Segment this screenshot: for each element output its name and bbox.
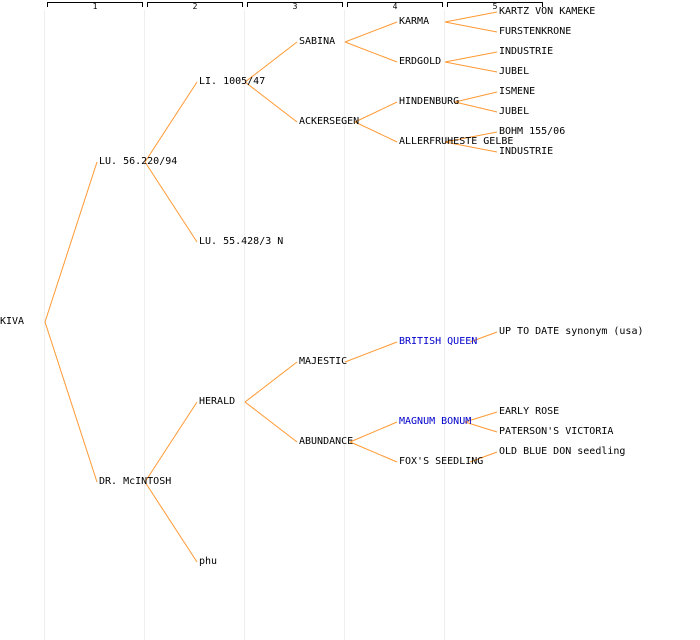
edge	[444, 11, 498, 23]
node-industrie[interactable]: INDUSTRIE	[499, 46, 554, 57]
edge	[469, 451, 498, 463]
edge	[344, 21, 398, 43]
edge	[344, 41, 398, 63]
edge	[444, 61, 498, 73]
generation-bracket	[447, 2, 543, 7]
edge	[464, 421, 498, 433]
generation-bracket	[47, 2, 143, 7]
node-gen1-mother[interactable]: DR. McINTOSH	[99, 476, 172, 487]
edge	[349, 441, 398, 463]
node-industrie[interactable]: INDUSTRIE	[499, 146, 554, 157]
edge	[344, 341, 398, 363]
node-gen1-father[interactable]: LU. 56.220/94	[99, 156, 178, 167]
node-lu-55-428[interactable]: LU. 55.428/3 N	[199, 236, 284, 247]
column-separator	[344, 10, 345, 640]
edge-group	[44, 11, 498, 563]
node-british-queen[interactable]: BRITISH QUEEN	[399, 336, 478, 347]
node-patersons-victoria[interactable]: PATERSON'S VICTORIA	[499, 426, 614, 437]
node-furstenkrone[interactable]: FURSTENKRONE	[499, 26, 572, 37]
edge	[444, 21, 498, 33]
node-root[interactable]: KIVA	[0, 316, 25, 327]
node-up-to-date[interactable]: UP TO DATE synonym (usa)	[499, 326, 644, 337]
edge	[354, 101, 398, 123]
generation-header-3: 3	[247, 0, 343, 11]
node-erdgold[interactable]: ERDGOLD	[399, 56, 442, 67]
node-hindenburg[interactable]: HINDENBURG	[399, 96, 460, 107]
node-allerfruheste-gelbe[interactable]: ALLERFRUHESTE GELBE	[399, 136, 514, 147]
node-majestic[interactable]: MAJESTIC	[299, 356, 348, 367]
generation-number: 3	[292, 2, 298, 11]
generation-bracket	[147, 2, 243, 7]
generation-number: 2	[192, 2, 198, 11]
edge	[454, 91, 498, 103]
node-li-1005-47[interactable]: LI. 1005/47	[199, 76, 266, 87]
generation-bracket	[347, 2, 443, 7]
node-karma[interactable]: KARMA	[399, 16, 430, 27]
edge	[444, 141, 498, 153]
node-sabina[interactable]: SABINA	[299, 36, 336, 47]
edge	[454, 101, 498, 113]
edge	[44, 321, 98, 483]
edge	[464, 411, 498, 423]
edge	[44, 161, 98, 323]
node-early-rose[interactable]: EARLY ROSE	[499, 406, 560, 417]
edge	[144, 401, 198, 483]
edge	[444, 51, 498, 63]
node-foxs-seedling[interactable]: FOX'S SEEDLING	[399, 456, 484, 467]
node-jubel[interactable]: JUBEL	[499, 66, 530, 77]
edge	[144, 81, 198, 163]
generation-header-2: 2	[147, 0, 243, 11]
edge	[469, 331, 498, 343]
node-kartz-von-kameke[interactable]: KARTZ VON KAMEKE	[499, 6, 596, 17]
node-phu[interactable]: phu	[199, 556, 218, 567]
generation-bracket	[247, 2, 343, 7]
generation-header-1: 1	[47, 0, 143, 11]
node-old-blue-don-seedling[interactable]: OLD BLUE DON seedling	[499, 446, 626, 457]
column-separator	[444, 10, 445, 640]
column-separator	[144, 10, 145, 640]
edge	[244, 41, 298, 83]
node-jubel[interactable]: JUBEL	[499, 106, 530, 117]
node-herald[interactable]: HERALD	[199, 396, 236, 407]
column-separator	[44, 10, 45, 640]
edge	[144, 161, 198, 243]
node-ismene[interactable]: ISMENE	[499, 86, 536, 97]
edge	[444, 131, 498, 143]
generation-header-5: 5	[447, 0, 543, 11]
node-abundance[interactable]: ABUNDANCE	[299, 436, 354, 447]
edge	[244, 401, 298, 443]
edge	[244, 81, 298, 123]
column-separator	[244, 10, 245, 640]
generation-number: 4	[392, 2, 398, 11]
node-bohm-155-06[interactable]: BOHM 155/06	[499, 126, 566, 137]
edge	[244, 361, 298, 403]
edge	[144, 481, 198, 563]
node-magnum-bonum[interactable]: MAGNUM BONUM	[399, 416, 472, 427]
generation-header-4: 4	[347, 0, 443, 11]
generation-number: 5	[492, 2, 498, 11]
generation-number: 1	[92, 2, 98, 11]
node-ackersegen[interactable]: ACKERSEGEN	[299, 116, 360, 127]
edge	[349, 421, 398, 443]
edge	[354, 121, 398, 143]
